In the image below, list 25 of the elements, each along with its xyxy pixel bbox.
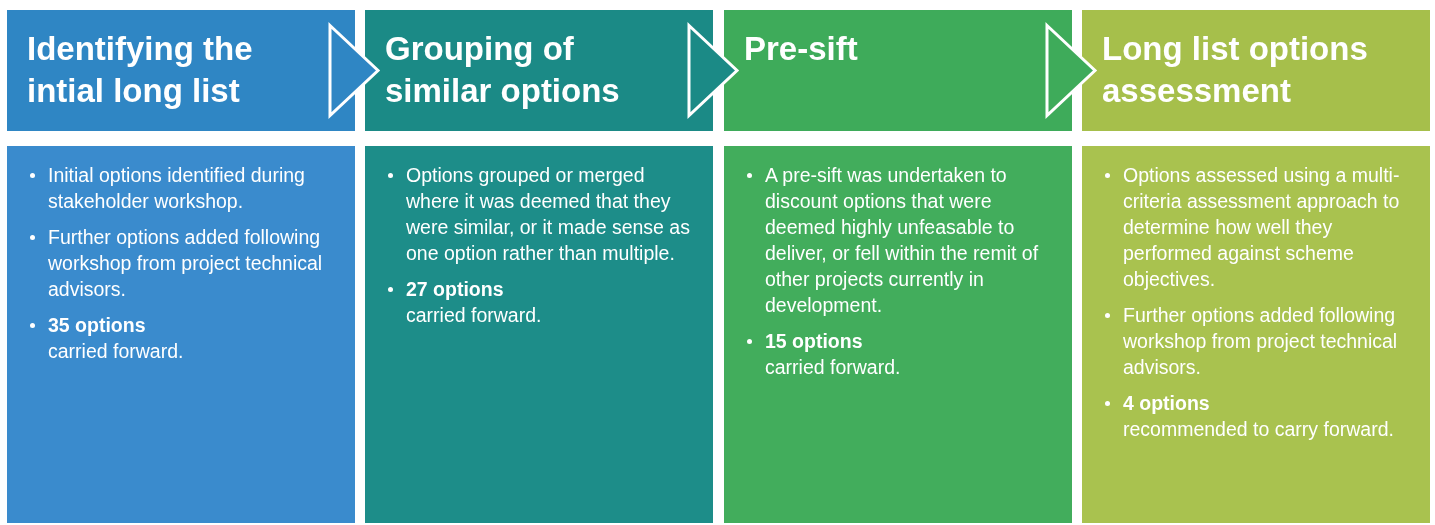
bullet-text: Options grouped or merged where it was deemed that they were similar, or it made sense as one option rather than multiple.	[406, 163, 691, 266]
step-panel	[1082, 146, 1430, 523]
step-title: Identifying the intial long list	[27, 29, 254, 111]
step-title: Long list options assessment	[1102, 29, 1369, 111]
step-panel	[7, 146, 355, 523]
bullet-text: 27 options carried forward.	[406, 277, 542, 328]
chevron-arrow	[1045, 24, 1097, 117]
chevron-arrow	[328, 24, 380, 117]
bullet-text: Further options added following workshop from project technical advisors.	[1123, 303, 1399, 380]
step-panel	[724, 146, 1072, 523]
bullet-text: 4 options recommended to carry forward.	[1123, 391, 1394, 442]
bullet-text: Options assessed using a multi-criteria assessment approach to determine how well they performed against scheme objectives.	[1123, 163, 1401, 292]
chevron-arrow	[687, 24, 739, 117]
step-title: Pre-sift	[744, 29, 859, 69]
step-panel	[365, 146, 713, 523]
bullet-text: 15 options carried forward.	[765, 329, 901, 380]
step-header	[1082, 10, 1430, 131]
bullet-text: Initial options identified during stakeholder workshop.	[48, 163, 306, 214]
bullet-text: A pre-sift was undertaken to discount options that were deemed highly unfeasable to deliver, or fell within the remit of other projects currently in development.	[765, 163, 1040, 318]
step-header	[365, 10, 713, 131]
step-header	[724, 10, 1072, 131]
step-title: Grouping of similar options	[385, 29, 621, 111]
bullet-text: 35 options carried forward.	[48, 313, 184, 364]
bullet-text: Further options added following workshop from project technical advisors.	[48, 225, 324, 302]
step-header	[7, 10, 355, 131]
